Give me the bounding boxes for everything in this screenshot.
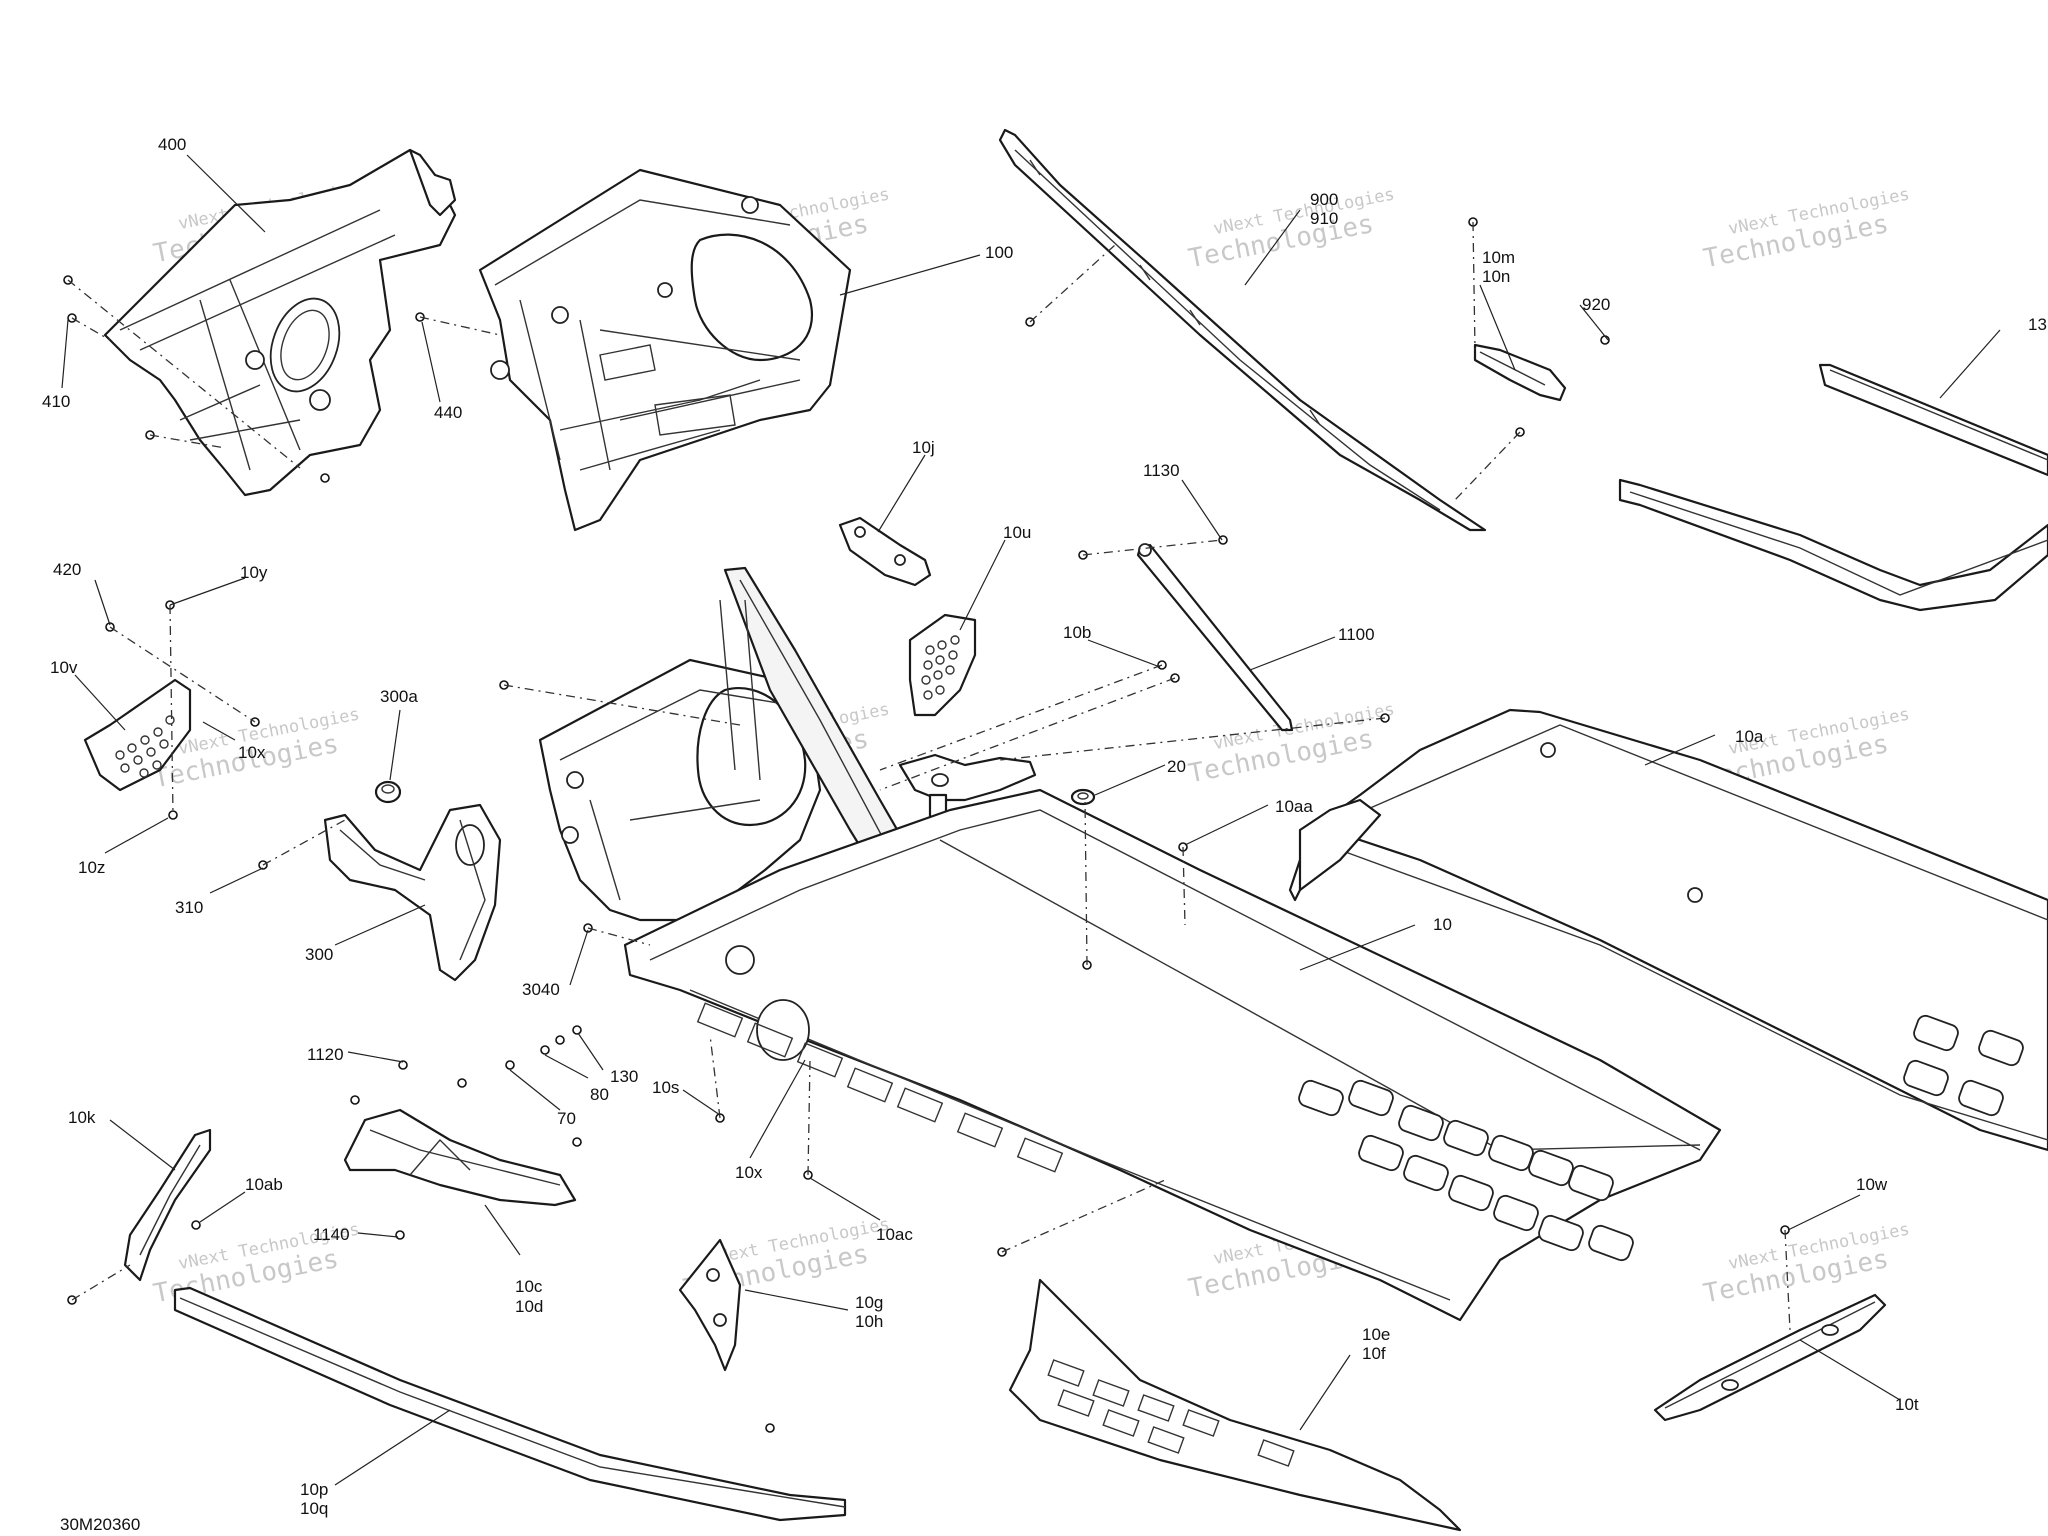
callout-410: 410 xyxy=(42,392,70,411)
callout-10b: 10b xyxy=(1063,623,1091,642)
mesh-holes xyxy=(115,715,175,778)
part-10t-rail-bracket xyxy=(1653,1293,1887,1422)
part-10g-triangle-bracket xyxy=(678,1238,742,1372)
part-300-column-support xyxy=(323,803,502,982)
callout-420: 420 xyxy=(53,560,81,579)
callout-900: 900 xyxy=(1310,190,1338,209)
callout-10d: 10d xyxy=(515,1297,543,1316)
parts xyxy=(61,128,2048,1532)
part-10-tunnel xyxy=(623,788,1722,1322)
callout-13: 13 xyxy=(2028,315,2047,334)
callout-910: 910 xyxy=(1310,209,1338,228)
callout-10g: 10g xyxy=(855,1293,883,1312)
part-10c-bumper-plate xyxy=(343,1108,577,1207)
callout-10y: 10y xyxy=(240,563,268,582)
callout-10a: 10a xyxy=(1735,727,1764,746)
callout-10u: 10u xyxy=(1003,523,1031,542)
callout-10m: 10m xyxy=(1482,248,1515,267)
callout-1120: 1120 xyxy=(307,1045,344,1064)
callout-920: 920 xyxy=(1582,295,1610,314)
tunnel-cutouts xyxy=(1298,1079,1634,1262)
part-900-upper-rail xyxy=(998,128,1487,532)
callout-10: 10 xyxy=(1433,915,1452,934)
callout-300: 300 xyxy=(305,945,333,964)
part-10p-long-strip xyxy=(173,1286,847,1522)
callout-10x: 10x xyxy=(735,1163,763,1182)
part-10m-bracket xyxy=(1473,343,1567,402)
callout-10p: 10p xyxy=(300,1480,328,1499)
callout-10h: 10h xyxy=(855,1312,883,1331)
mesh-holes xyxy=(921,635,960,700)
callout-10q: 10q xyxy=(300,1499,328,1518)
part-10k-strip xyxy=(123,1128,212,1282)
callout-10c: 10c xyxy=(515,1277,543,1296)
callout-3040: 3040 xyxy=(522,980,560,999)
tunnel-side-cutouts xyxy=(696,1002,1064,1173)
callout-100: 100 xyxy=(985,243,1013,262)
callout-80: 80 xyxy=(590,1085,609,1104)
callout-10ab: 10ab xyxy=(245,1175,283,1194)
callout-10n: 10n xyxy=(1482,267,1510,286)
part-100-front-frame xyxy=(478,168,852,532)
callout-10v: 10v xyxy=(50,658,78,677)
diagram-reference-number: 30M20360 xyxy=(60,1515,140,1534)
callout-310: 310 xyxy=(175,898,203,917)
panel-cutouts xyxy=(1047,1359,1295,1467)
part-300a-grommet xyxy=(374,780,402,804)
part-10v-mesh-panel xyxy=(83,678,192,792)
callout-10j: 10j xyxy=(912,438,935,457)
part-400-steering-bracket xyxy=(103,148,457,497)
callout-10x: 10x xyxy=(238,743,266,762)
callout-10e: 10e xyxy=(1362,1325,1390,1344)
watermark: vNext Technologies Technologies xyxy=(1186,184,1396,274)
callout-20: 20 xyxy=(1167,757,1186,776)
part-20-grommet xyxy=(1070,788,1096,806)
part-10j-plate xyxy=(838,516,932,587)
callout-10f: 10f xyxy=(1362,1344,1386,1363)
part-13-side-rail xyxy=(1618,363,2048,612)
callout-10ac: 10ac xyxy=(876,1225,913,1244)
callout-10z: 10z xyxy=(78,858,105,877)
part-10e-lower-panel xyxy=(1008,1278,1462,1532)
callout-300a: 300a xyxy=(380,687,418,706)
rear-cutouts xyxy=(1903,1014,2024,1117)
watermark: vNext Technologies Technologies xyxy=(1186,699,1396,789)
callout-1100: 1100 xyxy=(1338,625,1375,644)
part-1100-tie-rod xyxy=(1136,543,1294,732)
watermark: vNext Technologies Technologies xyxy=(1701,184,1911,274)
watermark: vNext Technologies Technologies xyxy=(1701,1219,1911,1309)
callout-1140: 1140 xyxy=(313,1225,350,1244)
part-10aa-splash xyxy=(1298,798,1382,892)
callout-10w: 10w xyxy=(1856,1175,1888,1194)
callout-70: 70 xyxy=(557,1109,576,1128)
callout-130: 130 xyxy=(610,1067,638,1086)
callout-400: 400 xyxy=(158,135,186,154)
callout-10t: 10t xyxy=(1895,1395,1919,1414)
assembly-lines xyxy=(67,221,1791,1331)
leader-lines xyxy=(61,154,2001,1486)
callout-440: 440 xyxy=(434,403,462,422)
callout-10aa: 10aa xyxy=(1275,797,1313,816)
part-10a-rear-tunnel xyxy=(1288,708,2048,1152)
callout-10s: 10s xyxy=(652,1078,679,1097)
callout-10k: 10k xyxy=(68,1108,96,1127)
part-10u-mesh-bracket xyxy=(908,613,977,717)
callouts: 400 410 440 100 900 910 10m 10n 920 13 1… xyxy=(42,135,2047,1534)
callout-1130: 1130 xyxy=(1143,461,1180,480)
